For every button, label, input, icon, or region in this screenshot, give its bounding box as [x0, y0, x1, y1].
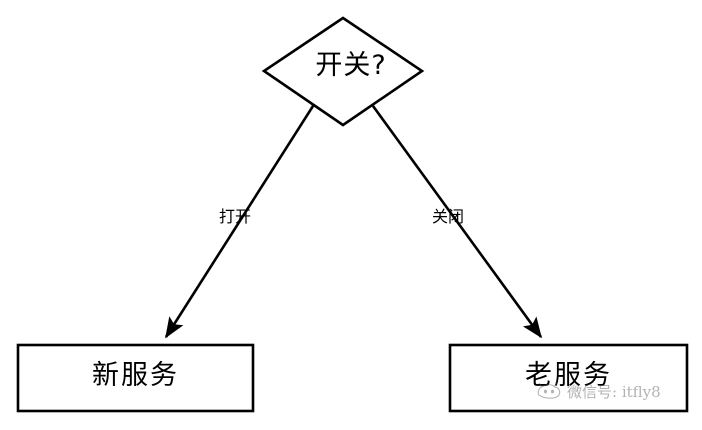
old-service-node-label: 老服务 — [525, 360, 612, 391]
new-service-node-label: 新服务 — [92, 360, 179, 391]
edge-label-close: 关闭 — [432, 207, 465, 226]
decision-diamond-shape[interactable] — [261, 16, 425, 127]
edge-open-line — [164, 105, 315, 339]
edge-label-open: 打开 — [219, 207, 252, 226]
new-service-box-shape[interactable] — [16, 343, 255, 413]
old-service-box-shape[interactable] — [448, 343, 689, 413]
decision-node-label: 开关? — [315, 50, 387, 81]
edge-close-line — [371, 105, 543, 339]
